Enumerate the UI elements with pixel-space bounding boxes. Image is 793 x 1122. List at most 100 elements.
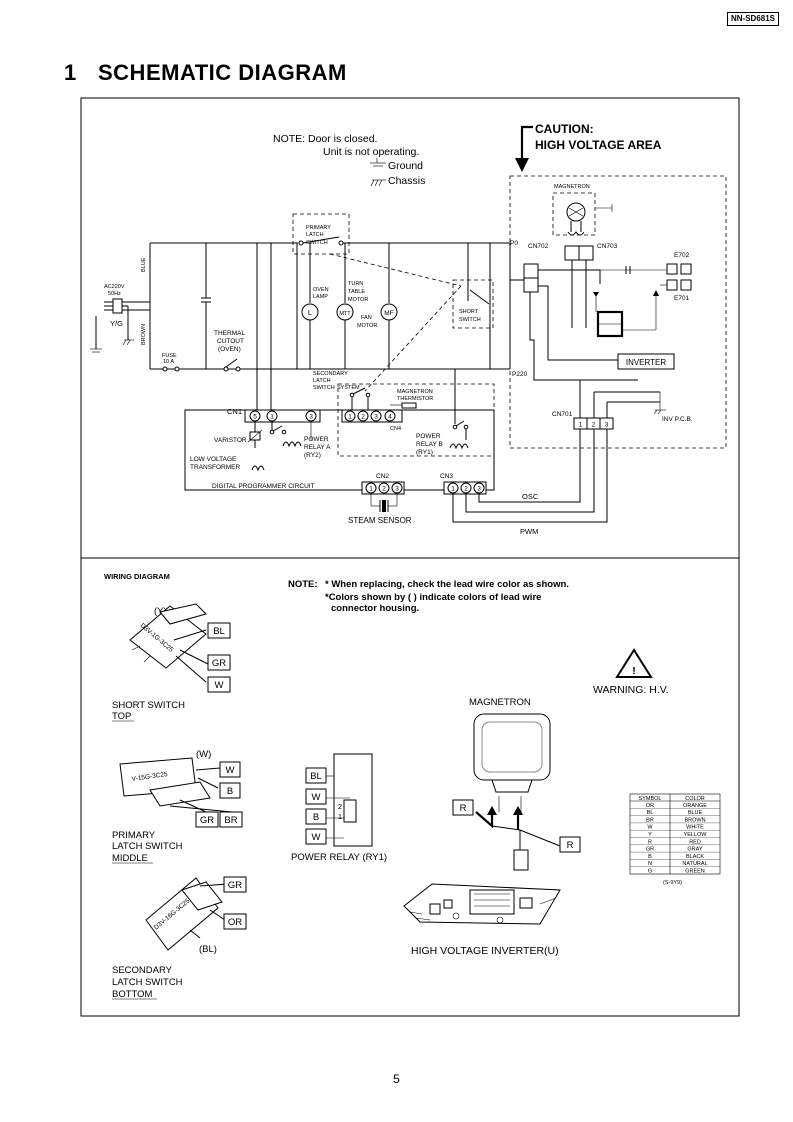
primary-latch-name: PRIMARY bbox=[112, 830, 156, 841]
primary-latch-tag-w-text: W bbox=[226, 765, 235, 776]
color-table-symbol: G bbox=[648, 869, 652, 875]
magnetron-label: MAGNETRON bbox=[554, 184, 590, 190]
power-relay-tag-bl bbox=[305, 767, 327, 784]
primary-latch-position: MIDDLE bbox=[112, 853, 148, 864]
primary-latch-drawing bbox=[119, 757, 233, 813]
cn701-pin-2: 2 bbox=[592, 422, 596, 429]
power-relay-terminal-block bbox=[343, 799, 357, 823]
short-switch-name: SHORT SWITCH bbox=[112, 700, 185, 711]
power-relay-a-label-3: (RY2) bbox=[304, 452, 321, 459]
secondary-latch-tag-gr-text: GR bbox=[228, 880, 242, 891]
hv-inverter-drawing bbox=[403, 883, 561, 925]
wiring-note-line2: *Colors shown by ( ) indicate colors of … bbox=[325, 592, 541, 603]
section-title: SCHEMATIC DIAGRAM bbox=[98, 60, 347, 85]
wiring-note-line1: * When replacing, check the lead wire co… bbox=[325, 579, 569, 590]
primary-latch-name2: LATCH SWITCH bbox=[112, 841, 183, 852]
wiring-note-line3: connector housing. bbox=[331, 603, 419, 614]
mechanical-link-2 bbox=[364, 285, 462, 392]
color-table-symbol: Y bbox=[648, 832, 652, 838]
steam-sensor-symbol bbox=[370, 494, 398, 512]
secondary-latch-switch bbox=[349, 387, 371, 410]
magnetron-dashed-box bbox=[552, 192, 596, 236]
chassis-ground-symbol bbox=[122, 339, 134, 346]
short-switch-label-1: SHORT bbox=[459, 309, 479, 315]
e702-label: E702 bbox=[674, 252, 690, 259]
primary-latch-switch bbox=[298, 236, 344, 246]
magnetron-tag-r1 bbox=[452, 799, 474, 816]
section-number: 1 bbox=[64, 60, 77, 85]
ac-supply-frequency: 50Hz bbox=[108, 291, 121, 297]
p220-label: P220 bbox=[512, 371, 528, 378]
short-switch-tag-gr-text: GR bbox=[212, 658, 226, 669]
hv-inverter-label: HIGH VOLTAGE INVERTER(U) bbox=[411, 945, 559, 957]
wire-brown-label: BROWN bbox=[141, 324, 147, 345]
secondary-latch-name: SECONDARY bbox=[112, 965, 173, 976]
cn2-label: CN2 bbox=[376, 473, 389, 480]
cn4-pin-1: 1 bbox=[348, 414, 352, 421]
color-table-symbol: BR bbox=[646, 817, 654, 823]
caution-arrow bbox=[515, 125, 533, 172]
digital-programmer-label: DIGITAL PROGRAMMER CIRCUIT bbox=[212, 483, 315, 490]
pwm-line bbox=[452, 428, 608, 523]
fuse-label: FUSE bbox=[162, 353, 177, 359]
oven-lamp-label-2: LAMP bbox=[313, 294, 328, 300]
power-relay-tag-w1 bbox=[305, 788, 327, 805]
color-table-symbol: OR bbox=[646, 803, 654, 809]
primary-latch-tag-w bbox=[219, 761, 241, 778]
color-table-header-symbol: SYMBOL bbox=[639, 796, 662, 802]
low-voltage-transformer-symbol bbox=[251, 465, 265, 472]
cn3-pin-2: 2 bbox=[464, 486, 468, 493]
cn701-connector bbox=[573, 417, 614, 430]
wire-blue-label: BLUE bbox=[141, 257, 147, 272]
fuse-rating: 10 A bbox=[163, 359, 174, 365]
mechanical-link-1 bbox=[329, 253, 462, 287]
magnetron-drawing bbox=[473, 713, 551, 793]
power-relay-tag-b bbox=[305, 808, 327, 825]
primary-latch-tag-gr bbox=[195, 811, 219, 828]
power-relay-pin-1: 1 bbox=[338, 812, 342, 821]
fan-motor-symbol-text: MF bbox=[384, 310, 393, 317]
fan-motor-label-1: FAN bbox=[361, 315, 372, 321]
power-relay-b-coil bbox=[449, 443, 469, 450]
cn1-pin-1: 1 bbox=[270, 414, 274, 421]
secondary-latch-position: BOTTOM bbox=[112, 989, 153, 1000]
primary-latch-tag-b-text: B bbox=[227, 786, 233, 797]
warning-icon-mark: ! bbox=[632, 665, 636, 677]
color-table-header-color: COLOR bbox=[685, 796, 705, 802]
short-switch-contact bbox=[469, 289, 490, 305]
turntable-label-3: MOTOR bbox=[348, 297, 368, 303]
power-relay-b-label-3: (RY1) bbox=[416, 449, 433, 456]
transformer-label-1: LOW VOLTAGE bbox=[190, 456, 237, 463]
oven-lamp-symbol-text: L bbox=[308, 308, 312, 317]
color-table-symbol: R bbox=[648, 839, 652, 845]
power-relay-leads bbox=[326, 775, 350, 839]
power-relay-tag-w1-text: W bbox=[312, 792, 321, 803]
short-switch-tag-bl-text: BL bbox=[213, 626, 225, 637]
power-relay-b-contact bbox=[452, 369, 469, 440]
hv-wire-3 bbox=[529, 292, 638, 381]
cn3-connector bbox=[443, 481, 487, 495]
primary-latch-housing-color: (W) bbox=[196, 749, 211, 760]
cn1-connector bbox=[244, 409, 321, 423]
primary-latch-tag-br-text: BR bbox=[224, 815, 237, 826]
wiring-diagram-title: WIRING DIAGRAM bbox=[104, 572, 170, 581]
color-code-table bbox=[629, 793, 721, 875]
hv-wire-2 bbox=[538, 285, 618, 361]
p0-label: P0 bbox=[510, 240, 518, 247]
color-table-symbol: B bbox=[648, 854, 652, 860]
short-switch-tag-gr bbox=[207, 654, 231, 671]
page-number: 5 bbox=[393, 1072, 400, 1086]
power-relay-b-label-1: POWER bbox=[416, 433, 441, 440]
warning-icon bbox=[615, 648, 653, 678]
power-relay-a-label-2: RELAY A bbox=[304, 444, 331, 451]
color-table-symbol: BL bbox=[647, 810, 654, 816]
diagram-frame bbox=[80, 97, 740, 1017]
power-relay-b-label-2: RELAY B bbox=[416, 441, 443, 448]
osc-label: OSC bbox=[522, 492, 539, 501]
cn3-pin-3: 3 bbox=[477, 486, 481, 493]
digital-programmer-box bbox=[184, 409, 495, 491]
color-table-color: BROWN bbox=[684, 817, 705, 823]
chassis-symbol bbox=[370, 179, 386, 187]
